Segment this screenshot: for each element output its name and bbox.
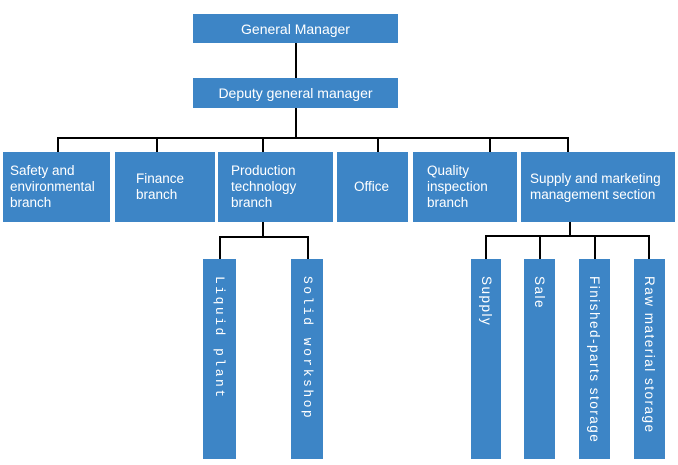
node-safety-environmental-branch: Safety and environmental branch — [3, 152, 110, 222]
node-solid-workshop: Solid workshop — [291, 259, 323, 459]
node-supply: Supply — [471, 259, 501, 459]
node-supply-marketing-section: Supply and marketing management section — [521, 152, 675, 222]
node-finance-branch: Finance branch — [115, 152, 215, 222]
node-deputy-general-manager: Deputy general manager — [193, 78, 398, 108]
node-production-technology-branch: Production technology branch — [218, 152, 333, 222]
node-raw-material-storage: Raw material storage — [634, 259, 665, 459]
node-finished-parts-storage: Finished-parts storage — [579, 259, 610, 459]
node-quality-inspection-branch: Quality inspection branch — [413, 152, 517, 222]
node-general-manager: General Manager — [193, 14, 398, 43]
node-liquid-plant: Liquid plant — [203, 259, 236, 459]
node-office: Office — [337, 152, 408, 222]
node-sale: Sale — [524, 259, 555, 459]
